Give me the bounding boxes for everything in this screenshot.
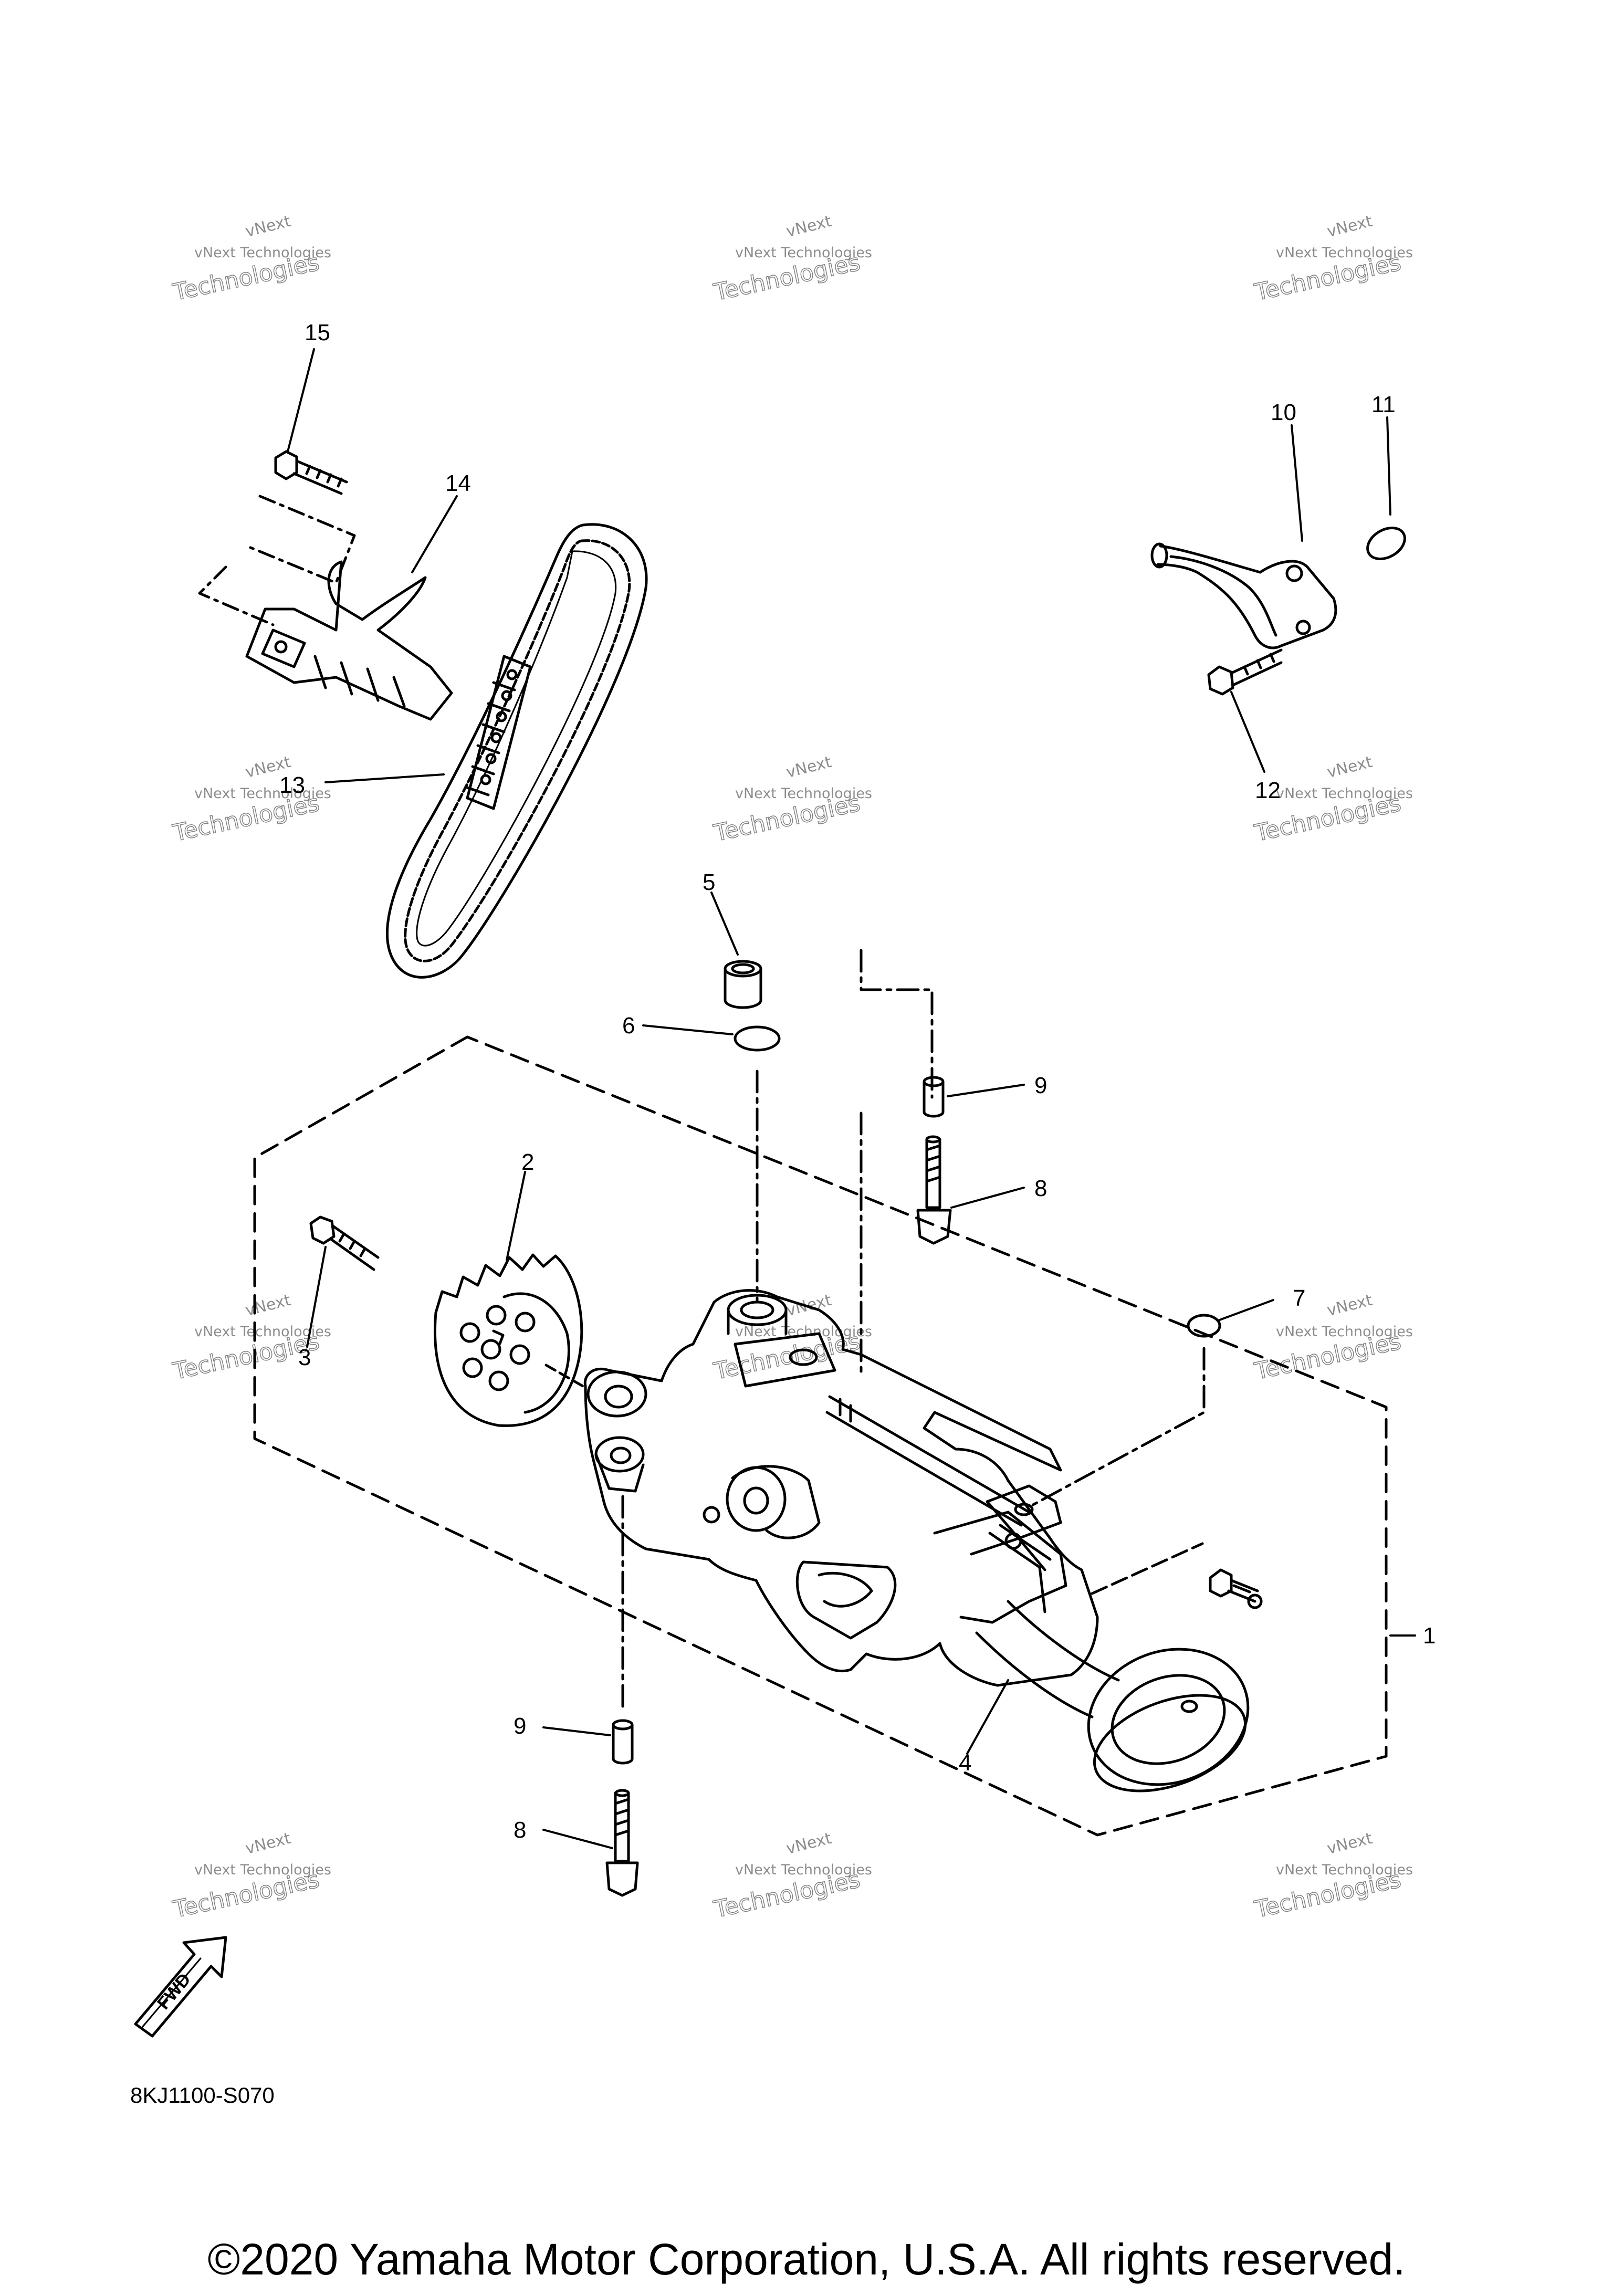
upper-dowel-and-bolt	[860, 949, 952, 1377]
oil-pump-body	[583, 1289, 1099, 1687]
callout-9-upper: 9	[1034, 1073, 1047, 1098]
callout-1: 1	[1423, 1623, 1436, 1649]
callout-numbers: 1 2 3 4 5 6 7 8 8 9 9 10 11 12 13 14 15	[279, 320, 1436, 1843]
callout-10: 10	[1271, 400, 1296, 425]
callout-4: 4	[959, 1750, 971, 1776]
lower-dowel-and-bolt	[605, 1495, 639, 1897]
svg-text:vNext Technologies: vNext Technologies	[735, 785, 872, 802]
callout-12: 12	[1255, 778, 1281, 803]
svg-text:vNext: vNext	[784, 212, 834, 241]
callout-15: 15	[305, 320, 330, 345]
callout-13: 13	[279, 772, 305, 798]
callout-2: 2	[521, 1149, 534, 1175]
svg-text:vNext: vNext	[244, 1291, 293, 1320]
callout-5: 5	[703, 869, 715, 895]
leader-lines	[287, 348, 1416, 1849]
callout-6: 6	[622, 1013, 635, 1039]
forward-direction-icon	[134, 1936, 227, 2038]
svg-text:vNext: vNext	[1325, 753, 1375, 782]
svg-text:vNext: vNext	[1325, 1829, 1375, 1858]
callout-3: 3	[298, 1345, 311, 1370]
callout-8-lower: 8	[514, 1817, 526, 1843]
pump-drive-gear	[309, 1215, 584, 1427]
collar-and-oring	[724, 960, 781, 1304]
oil-pipe-assembly	[1150, 527, 1406, 696]
svg-text:vNext Technologies: vNext Technologies	[194, 785, 331, 802]
svg-text:vNext Technologies: vNext Technologies	[735, 1324, 872, 1340]
oil-pump-drive-chain	[385, 523, 648, 979]
svg-text:vNext Technologies: vNext Technologies	[735, 1862, 872, 1878]
callout-14: 14	[445, 470, 471, 496]
callout-7: 7	[1293, 1285, 1305, 1311]
svg-text:vNext Technologies: vNext Technologies	[1276, 245, 1413, 261]
svg-text:vNext: vNext	[784, 753, 834, 782]
oil-strainer	[975, 1542, 1263, 1792]
svg-text:vNext Technologies: vNext Technologies	[194, 245, 331, 261]
svg-text:vNext: vNext	[784, 1829, 834, 1858]
svg-text:vNext: vNext	[1325, 1291, 1375, 1320]
chain-guide-assembly	[198, 450, 453, 721]
svg-text:vNext: vNext	[244, 1829, 293, 1858]
svg-text:vNext Technologies: vNext Technologies	[1276, 1862, 1413, 1878]
svg-text:vNext: vNext	[244, 212, 293, 241]
callout-9-lower: 9	[514, 1713, 526, 1739]
callout-11: 11	[1371, 392, 1396, 417]
copyright-notice: ©2020 Yamaha Motor Corporation, U.S.A. A…	[207, 2235, 1406, 2284]
svg-text:vNext Technologies: vNext Technologies	[735, 245, 872, 261]
diagram-code: 8KJ1100-S070	[130, 2083, 275, 2108]
svg-text:vNext: vNext	[1325, 212, 1375, 241]
svg-text:vNext Technologies: vNext Technologies	[194, 1862, 331, 1878]
svg-text:vNext Technologies: vNext Technologies	[1276, 1324, 1413, 1340]
pump-oring	[1028, 1314, 1221, 1508]
svg-text:vNext Technologies: vNext Technologies	[1276, 785, 1413, 802]
assembly-boundary	[253, 1035, 1388, 1837]
svg-text:vNext Technologies: vNext Technologies	[194, 1324, 331, 1340]
callout-8-upper: 8	[1034, 1176, 1047, 1201]
